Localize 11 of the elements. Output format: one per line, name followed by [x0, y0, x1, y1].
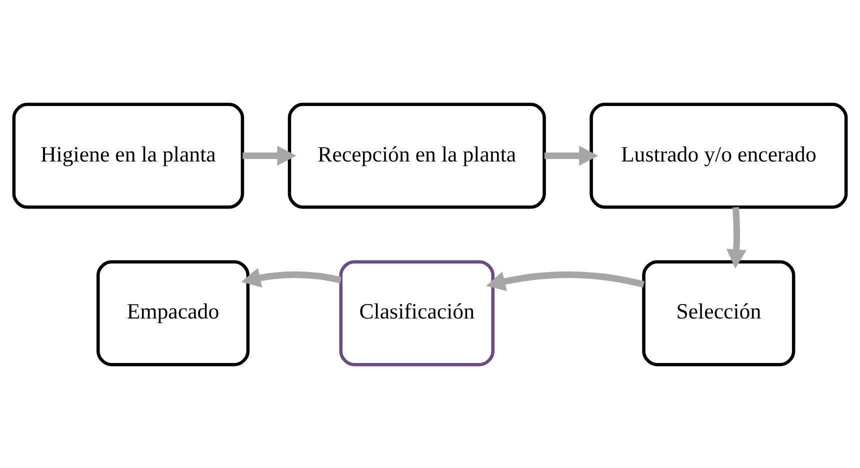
arrow [544, 145, 598, 166]
node-box: Recepción en la planta [288, 102, 546, 208]
node-box: Selección [642, 260, 796, 366]
node-box: Lustrado y/o encerado [590, 102, 848, 208]
node-box: Clasificación [339, 260, 495, 366]
node-box: Empacado [96, 260, 250, 366]
arrow [486, 270, 644, 291]
arrow [726, 206, 746, 268]
arrow [241, 267, 342, 288]
node-box: Higiene en la planta [12, 102, 244, 208]
arrow [242, 145, 296, 166]
